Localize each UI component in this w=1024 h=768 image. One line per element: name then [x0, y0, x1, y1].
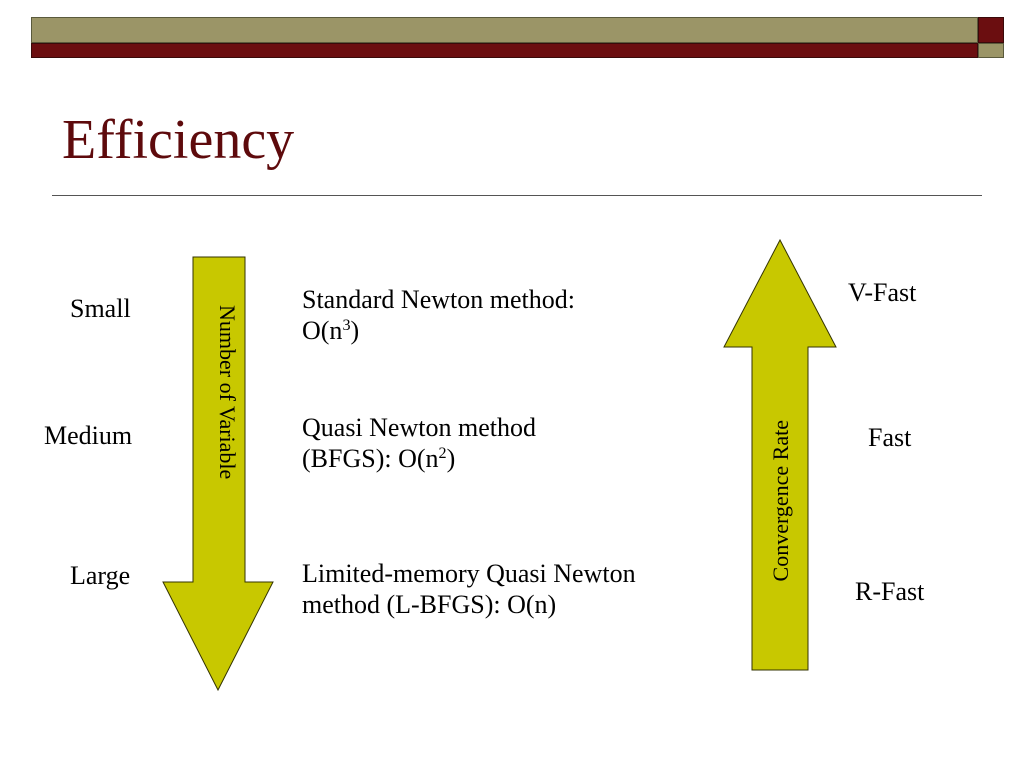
- method-quasi-newton: Quasi Newton method (BFGS): O(n2): [302, 412, 536, 474]
- method-limited-memory: Limited-memory Quasi Newton method (L-BF…: [302, 558, 636, 620]
- method-complexity: (BFGS): O(n2): [302, 444, 456, 474]
- number-of-variable-label: Number of Variable: [215, 305, 240, 480]
- size-medium: Medium: [44, 421, 133, 450]
- rate-v-fast: V-Fast: [848, 278, 917, 307]
- header-bar-olive: [31, 17, 978, 43]
- rate-r-fast: R-Fast: [855, 577, 925, 606]
- header-bar-maroon: [31, 43, 978, 58]
- title-divider: [52, 195, 982, 196]
- method-line1: Quasi Newton method: [302, 413, 536, 442]
- header-square-maroon: [978, 17, 1004, 43]
- rate-fast: Fast: [868, 423, 912, 452]
- slide-title: Efficiency: [62, 109, 295, 171]
- size-small: Small: [70, 294, 131, 323]
- method-line1: Standard Newton method:: [302, 285, 575, 314]
- method-standard-newton: Standard Newton method: O(n3): [302, 284, 575, 346]
- convergence-rate-label: Convergence Rate: [768, 420, 793, 582]
- method-line2: method (L-BFGS): O(n): [302, 590, 557, 620]
- method-line1: Limited-memory Quasi Newton: [302, 559, 636, 588]
- header-square-olive: [978, 43, 1004, 58]
- size-large: Large: [70, 561, 131, 590]
- method-complexity: O(n3): [302, 316, 360, 346]
